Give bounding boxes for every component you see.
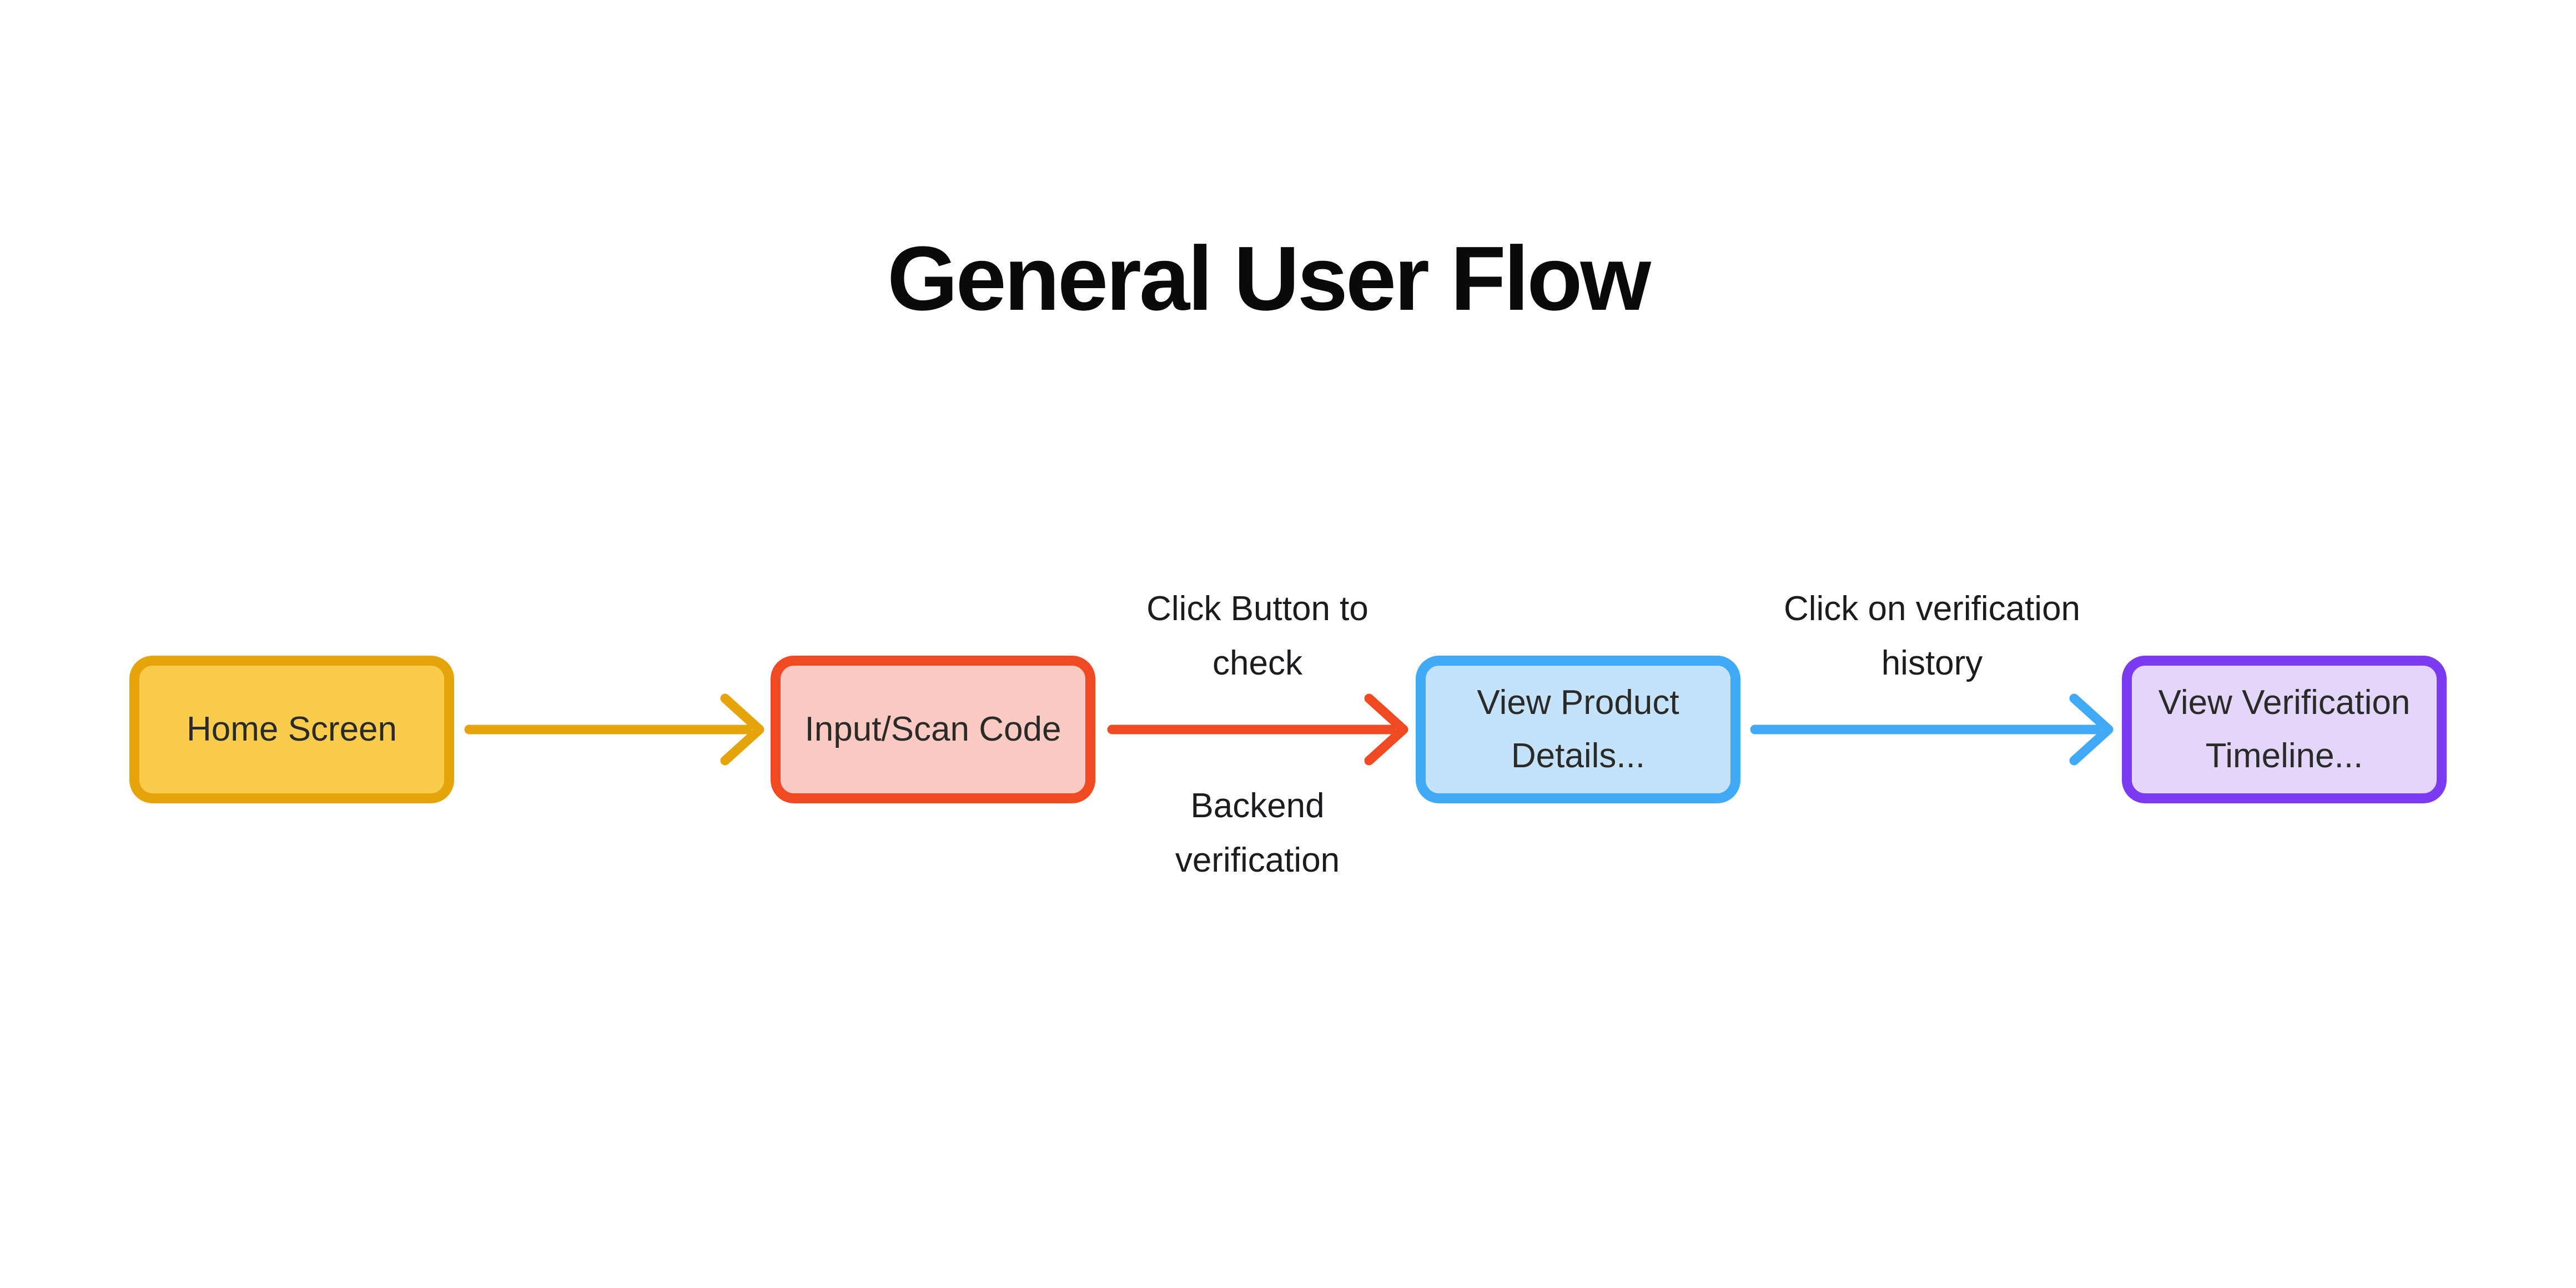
connector-arrow-2 [1107, 693, 1408, 766]
node-label: Input/Scan Code [804, 710, 1061, 748]
connector-arrow-3 [1750, 693, 2114, 766]
arrow-head-icon [720, 693, 764, 766]
connector-arrow-1 [464, 693, 764, 766]
node-label: Home Screen [186, 710, 398, 748]
node-input-scan-code: Input/Scan Code [771, 656, 1095, 803]
arrow-head-icon [2069, 693, 2114, 766]
node-view-product-details: View Product Details... [1416, 656, 1740, 803]
node-home-screen: Home Screen [129, 656, 454, 803]
node-label: View Verification Timeline... [2158, 683, 2411, 775]
connector-label-above: Click on verification history [1783, 590, 2081, 682]
connector-label-below: Backend verification [1175, 787, 1340, 879]
connector-label-above: Click Button to check [1146, 590, 1368, 682]
arrow-head-icon [1364, 693, 1408, 766]
diagram-title: General User Flow [887, 228, 1651, 329]
node-view-verification-timeline: View Verification Timeline... [2122, 656, 2447, 803]
node-label: View Product Details... [1477, 683, 1679, 775]
